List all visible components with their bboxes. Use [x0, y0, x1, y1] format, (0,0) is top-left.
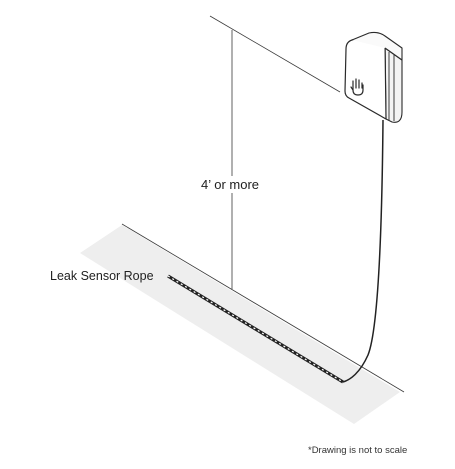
wall-floor-edge: [121, 223, 405, 393]
height-label: 4’ or more: [200, 176, 261, 193]
device-cable: [342, 119, 384, 383]
hand-icon: [350, 78, 364, 96]
floor-area: [80, 225, 400, 424]
leak-sensor-rope-label: Leak Sensor Rope: [50, 269, 154, 283]
water-sensor-device: [344, 31, 403, 123]
wall-top-edge: [209, 15, 341, 93]
scale-footnote: *Drawing is not to scale: [308, 445, 408, 456]
leak-sensor-rope-pattern: [167, 275, 344, 383]
